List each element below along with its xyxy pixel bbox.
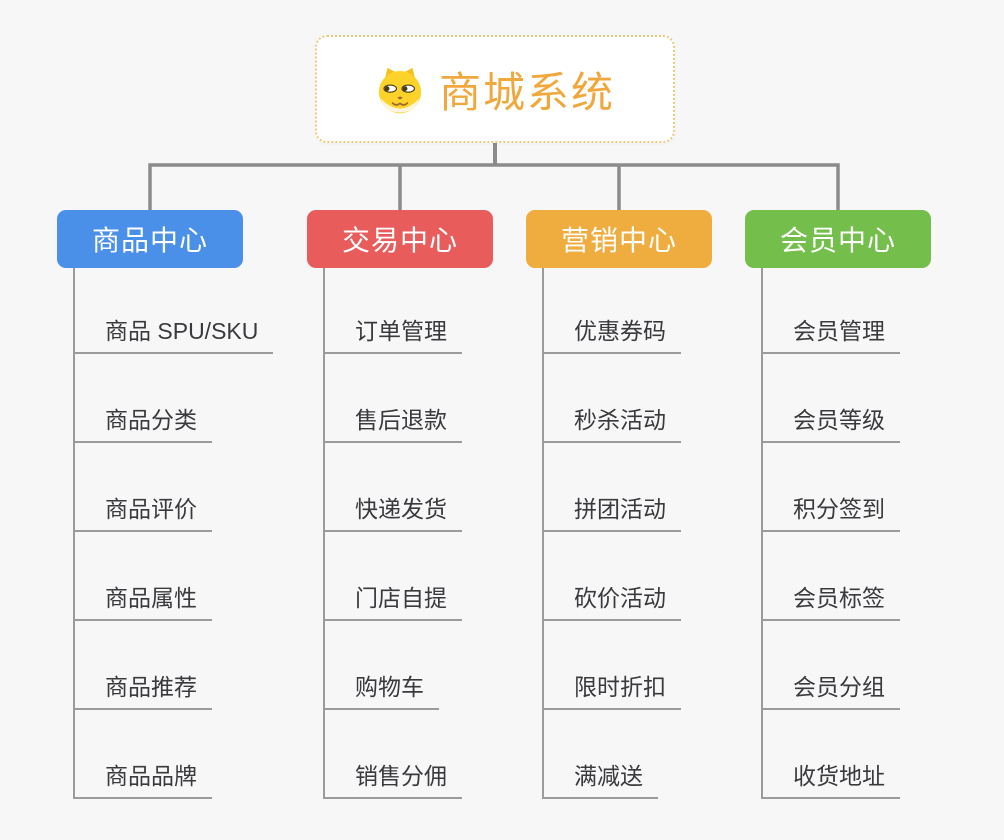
branch-node-trade-center[interactable]: 交易中心 [307,210,493,268]
branch-sublist: 订单管理 售后退款 快递发货 门店自提 购物车 销售分佣 [323,268,547,799]
subtopic-row: 会员标签 [763,532,985,621]
subtopic-row: 限时折扣 [544,621,766,710]
subtopic-row: 砍价活动 [544,532,766,621]
subtopic-row: 订单管理 [325,268,547,354]
subtopic-row: 购物车 [325,621,547,710]
subtopic-row: 会员分组 [763,621,985,710]
subtopic-row: 商品分类 [75,354,297,443]
subtopic-row: 会员管理 [763,268,985,354]
branch-column-product-center: 商品中心 商品 SPU/SKU 商品分类 商品评价 商品属性 商品推荐 商品品牌 [57,210,297,799]
subtopic-node[interactable]: 砍价活动 [544,579,681,621]
subtopic-row: 秒杀活动 [544,354,766,443]
subtopic-node[interactable]: 销售分佣 [325,757,462,799]
subtopic-node[interactable]: 会员管理 [763,312,900,354]
root-node-mall-system[interactable]: 商城系统 [315,35,675,143]
subtopic-node[interactable]: 秒杀活动 [544,401,681,443]
subtopic-row: 拼团活动 [544,443,766,532]
branch-node-marketing-center[interactable]: 营销中心 [526,210,712,268]
subtopic-node[interactable]: 会员分组 [763,668,900,710]
subtopic-row: 优惠券码 [544,268,766,354]
subtopic-node[interactable]: 商品品牌 [75,757,212,799]
subtopic-node[interactable]: 售后退款 [325,401,462,443]
subtopic-row: 门店自提 [325,532,547,621]
subtopic-row: 积分签到 [763,443,985,532]
branch-column-marketing-center: 营销中心 优惠券码 秒杀活动 拼团活动 砍价活动 限时折扣 满减送 [526,210,766,799]
subtopic-row: 会员等级 [763,354,985,443]
subtopic-node[interactable]: 商品推荐 [75,668,212,710]
subtopic-node[interactable]: 商品评价 [75,490,212,532]
subtopic-row: 销售分佣 [325,710,547,799]
subtopic-row: 快递发货 [325,443,547,532]
subtopic-node[interactable]: 购物车 [325,668,439,710]
subtopic-row: 商品推荐 [75,621,297,710]
subtopic-node[interactable]: 商品 SPU/SKU [75,312,274,354]
subtopic-node[interactable]: 门店自提 [325,579,462,621]
subtopic-row: 商品品牌 [75,710,297,799]
branch-sublist: 商品 SPU/SKU 商品分类 商品评价 商品属性 商品推荐 商品品牌 [73,268,297,799]
branch-node-product-center[interactable]: 商品中心 [57,210,243,268]
subtopic-row: 满减送 [544,710,766,799]
dog-face-icon [378,67,422,114]
branch-sublist: 优惠券码 秒杀活动 拼团活动 砍价活动 限时折扣 满减送 [542,268,766,799]
subtopic-node[interactable]: 订单管理 [325,312,462,354]
subtopic-node[interactable]: 会员等级 [763,401,900,443]
subtopic-node[interactable]: 积分签到 [763,490,900,532]
branch-column-member-center: 会员中心 会员管理 会员等级 积分签到 会员标签 会员分组 收货地址 [745,210,985,799]
subtopic-row: 商品属性 [75,532,297,621]
branch-node-member-center[interactable]: 会员中心 [745,210,931,268]
subtopic-node[interactable]: 满减送 [544,757,658,799]
subtopic-row: 商品 SPU/SKU [75,268,297,354]
subtopic-row: 商品评价 [75,443,297,532]
subtopic-node[interactable]: 拼团活动 [544,490,681,532]
subtopic-node[interactable]: 商品属性 [75,579,212,621]
subtopic-node[interactable]: 快递发货 [325,490,462,532]
subtopic-node[interactable]: 限时折扣 [544,668,681,710]
branch-column-trade-center: 交易中心 订单管理 售后退款 快递发货 门店自提 购物车 销售分佣 [307,210,547,799]
subtopic-node[interactable]: 会员标签 [763,579,900,621]
subtopic-row: 售后退款 [325,354,547,443]
branch-sublist: 会员管理 会员等级 积分签到 会员标签 会员分组 收货地址 [761,268,985,799]
root-title: 商城系统 [438,68,615,116]
subtopic-node[interactable]: 商品分类 [75,401,212,443]
subtopic-node[interactable]: 优惠券码 [544,312,681,354]
subtopic-row: 收货地址 [763,710,985,799]
subtopic-node[interactable]: 收货地址 [763,757,900,799]
